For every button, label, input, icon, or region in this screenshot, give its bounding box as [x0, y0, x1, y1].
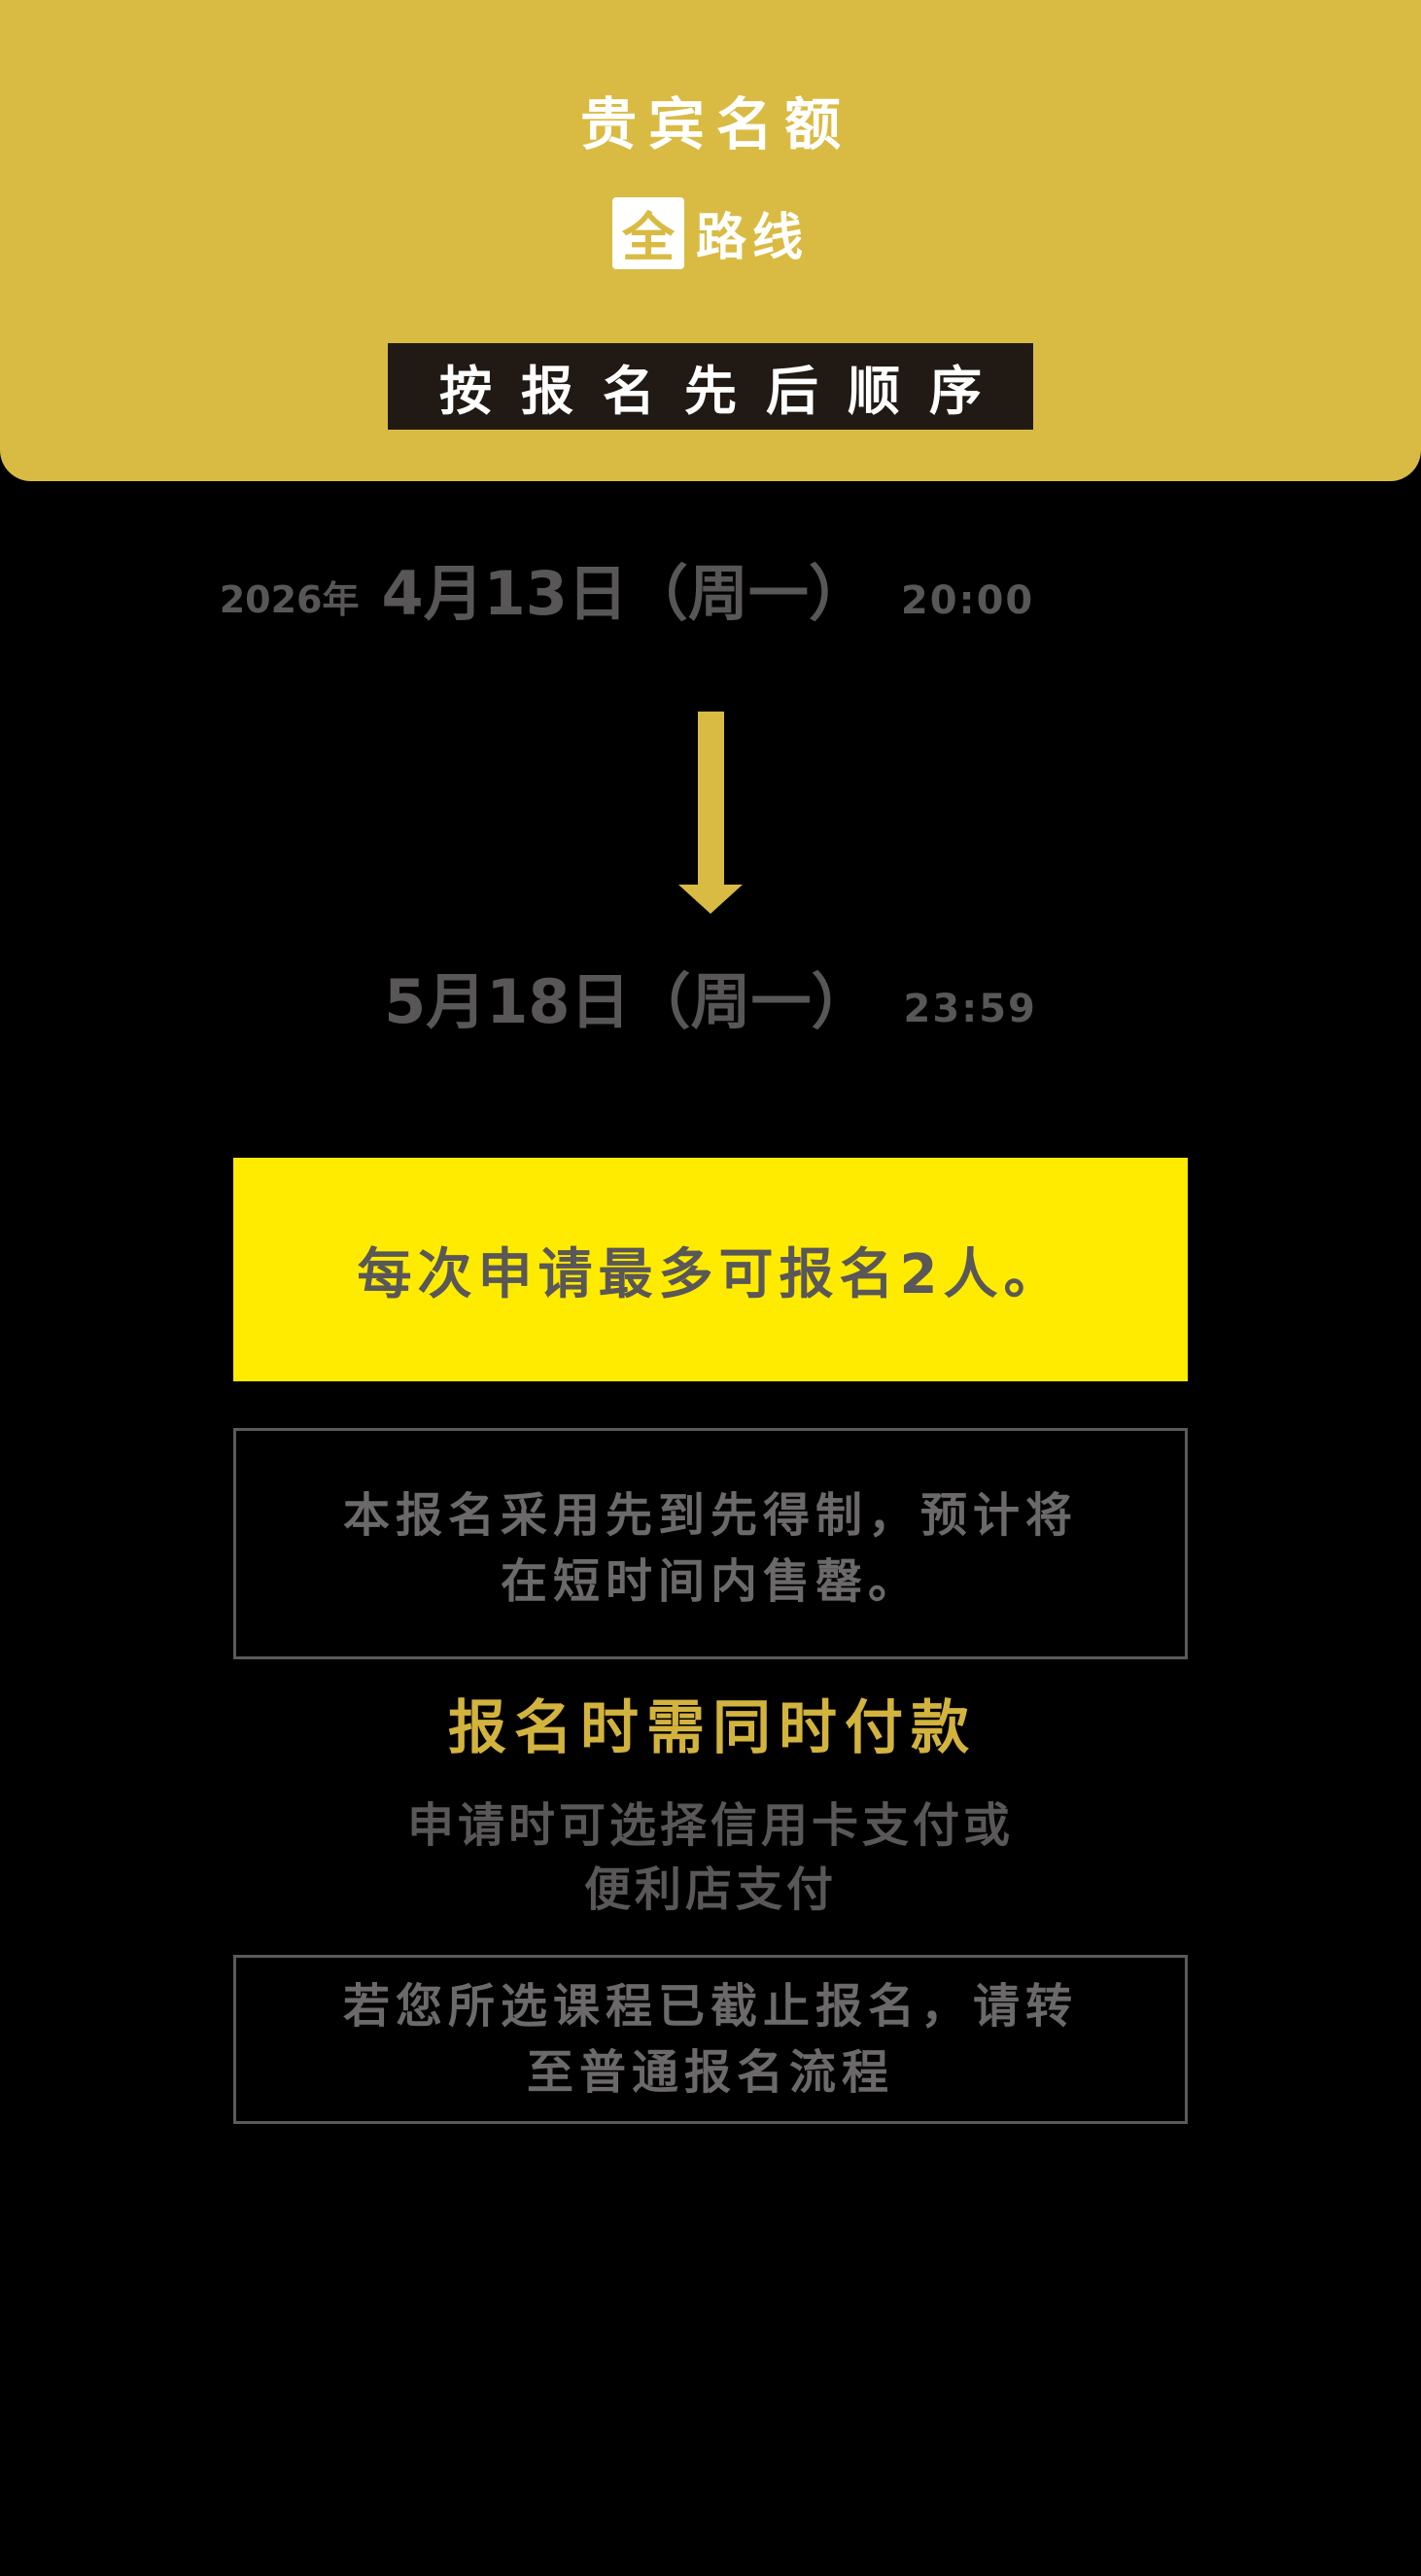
route-badge-label: 路线	[695, 209, 809, 268]
start-time: 20:00	[900, 578, 1035, 623]
down-arrow-shaft	[697, 712, 724, 885]
down-arrow-icon	[678, 712, 743, 914]
first-come-note: 本报名采用先到先得制，预计将 在短时间内售罄。	[233, 1428, 1188, 1659]
first-come-text: 本报名采用先到先得制，预计将 在短时间内售罄。	[342, 1488, 1078, 1609]
end-time: 23:59	[903, 987, 1037, 1031]
route-badge-char: 全	[621, 207, 675, 269]
start-date: 4月13日（周一）	[381, 558, 869, 629]
payment-heading: 报名时需同时付款	[448, 1694, 977, 1762]
registration-end-datetime: 5月18日（周一） 23:59	[0, 972, 1421, 1032]
start-year: 2026年	[219, 578, 360, 621]
end-date: 5月18日（周一）	[384, 966, 872, 1037]
all-routes-icon: 全	[611, 196, 684, 269]
page-title: 贵宾名额	[579, 91, 852, 157]
down-arrow-head	[678, 885, 743, 914]
banner: 贵宾名额 全 路线 按报名先后顺序	[0, 0, 1421, 481]
order-ribbon: 按报名先后顺序	[388, 342, 1033, 430]
registration-start-datetime: 2026年 4月13日（周一） 20:00	[0, 564, 1337, 624]
route-badge: 全 路线	[611, 196, 809, 269]
closed-course-note: 若您所选课程已截止报名，请转 至普通报名流程	[233, 1955, 1188, 2124]
order-ribbon-label: 按报名先后顺序	[439, 360, 1011, 422]
payment-methods-text: 申请时可选择信用卡支付或 便利店支付	[406, 1798, 1014, 1917]
closed-course-text: 若您所选课程已截止报名，请转 至普通报名流程	[342, 1979, 1078, 2100]
max-applicants-text: 每次申请最多可报名2人。	[357, 1242, 1064, 1306]
max-applicants-note: 每次申请最多可报名2人。	[233, 1158, 1188, 1381]
